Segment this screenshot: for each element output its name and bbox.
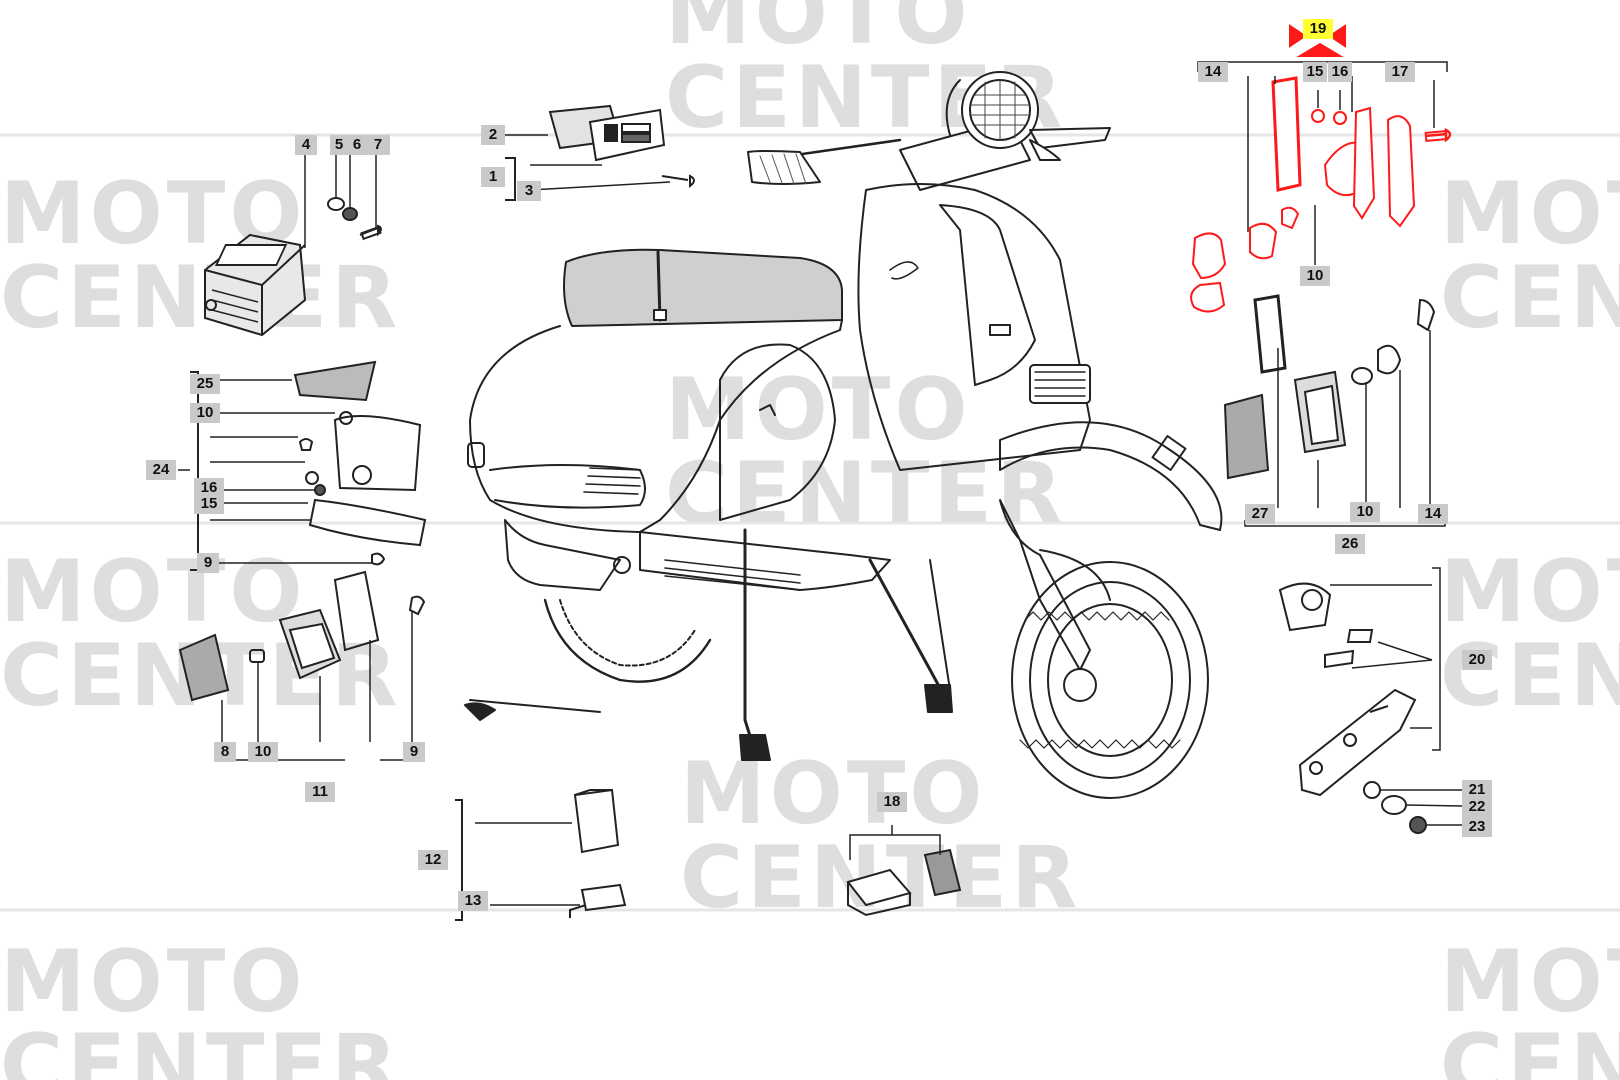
callout-22[interactable]: 22: [1462, 797, 1492, 817]
bracket-group: [1278, 567, 1463, 834]
callout-23[interactable]: 23: [1462, 817, 1492, 837]
callout-20[interactable]: 20: [1462, 650, 1492, 670]
callout-16[interactable]: 16: [194, 478, 224, 498]
callout-24[interactable]: 24: [146, 460, 176, 480]
callout-27[interactable]: 27: [1245, 504, 1275, 524]
callout-14[interactable]: 14: [1418, 504, 1448, 524]
callout-4[interactable]: 4: [295, 135, 317, 155]
scooter-drawing: [464, 71, 1223, 799]
callout-8[interactable]: 8: [214, 742, 236, 762]
regulator-group: [204, 150, 382, 337]
callout-16[interactable]: 16: [1328, 62, 1352, 82]
switch-group: [505, 104, 695, 201]
callout-25[interactable]: 25: [190, 374, 220, 394]
callout-2[interactable]: 2: [481, 125, 505, 145]
callout-18[interactable]: 18: [877, 792, 907, 812]
callout-10[interactable]: 10: [1350, 502, 1380, 522]
callout-3[interactable]: 3: [517, 181, 541, 201]
relay-group: [846, 825, 962, 917]
condenser-group: [455, 788, 627, 921]
indicator-right-group: [1223, 294, 1446, 527]
highlighted-part-19[interactable]: [1190, 24, 1452, 313]
callout-1[interactable]: 1: [481, 167, 505, 187]
callout-11[interactable]: 11: [305, 782, 335, 802]
callout-10[interactable]: 10: [190, 403, 220, 423]
grid-lines: [0, 133, 1620, 912]
callout-10[interactable]: 10: [248, 742, 278, 762]
callout-26[interactable]: 26: [1335, 534, 1365, 554]
callout-15[interactable]: 15: [194, 494, 224, 514]
callout-9[interactable]: 9: [197, 553, 219, 573]
callout-19[interactable]: 19: [1303, 19, 1333, 39]
callout-5[interactable]: 5: [330, 135, 348, 155]
callout-13[interactable]: 13: [458, 891, 488, 911]
callout-10[interactable]: 10: [1300, 266, 1330, 286]
callout-6[interactable]: 6: [348, 135, 366, 155]
callout-9[interactable]: 9: [403, 742, 425, 762]
rear-light-group: [178, 360, 427, 571]
callout-12[interactable]: 12: [418, 850, 448, 870]
indicator-left-group: [178, 570, 426, 761]
callout-7[interactable]: 7: [366, 135, 390, 155]
callout-17[interactable]: 17: [1385, 62, 1415, 82]
callout-15[interactable]: 15: [1303, 62, 1327, 82]
callout-14[interactable]: 14: [1198, 62, 1228, 82]
callout-21[interactable]: 21: [1462, 780, 1492, 800]
